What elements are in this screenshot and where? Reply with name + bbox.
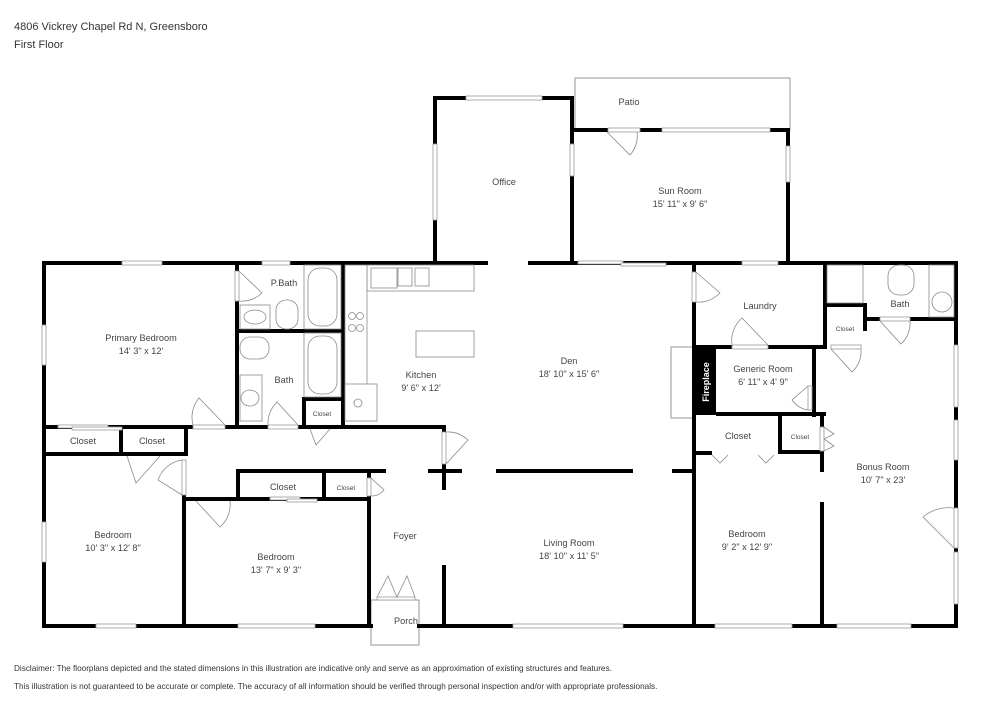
room-label-p-bath: P.Bath	[271, 278, 297, 288]
room-dims-living-room: 18' 10" x 11' 5"	[539, 551, 599, 561]
room-label-porch: Porch	[394, 616, 418, 626]
patio-outline	[574, 77, 791, 131]
room-label-closet-hall-small: Closet	[313, 411, 332, 418]
walls	[42, 96, 958, 628]
room-dims-generic-room: 6' 11" x 4' 9"	[738, 377, 788, 387]
room-label-foyer: Foyer	[393, 531, 417, 541]
room-label-office: Office	[492, 177, 516, 187]
room-dims-sun-room: 15' 11" x 9' 6"	[653, 199, 708, 209]
room-label-bath-east: Bath	[891, 299, 910, 309]
room-label-patio: Patio	[619, 97, 640, 107]
room-dims-kitchen: 9' 6" x 12'	[401, 383, 441, 393]
room-label-closet-mid: Closet	[270, 482, 296, 492]
room-label-bedroom-east: Bedroom	[728, 529, 766, 539]
room-label-living-room: Living Room	[543, 538, 594, 548]
fixtures	[239, 264, 955, 422]
property-address: 4806 Vickrey Chapel Rd N, Greensboro	[14, 21, 208, 33]
hearth-outline	[670, 346, 696, 419]
room-label-closet-pb-2: Closet	[139, 436, 165, 446]
room-dims-bonus-room: 10' 7" x 23'	[861, 475, 906, 485]
room-dims-bedroom-mid: 13' 7" x 9' 3"	[251, 565, 301, 575]
room-label-closet-mid-small: Closet	[337, 485, 356, 492]
disclaimer-line-1: Disclaimer: The floorplans depicted and …	[14, 664, 612, 673]
room-dims-bedroom-east: 9' 2" x 12' 9"	[722, 542, 772, 552]
room-label-laundry: Laundry	[743, 301, 777, 311]
room-label-bath-hall: Bath	[275, 375, 294, 385]
room-label-kitchen: Kitchen	[406, 370, 437, 380]
room-label-generic-room: Generic Room	[733, 364, 793, 374]
room-label-den: Den	[561, 356, 578, 366]
room-label-sun-room: Sun Room	[658, 186, 702, 196]
disclaimer-line-2: This illustration is not guaranteed to b…	[14, 682, 658, 691]
porch-outline	[370, 599, 420, 646]
room-dims-den: 18' 10" x 15' 6"	[539, 369, 600, 379]
room-label-fireplace: Fireplace	[701, 362, 711, 402]
room-label-closet-pb-1: Closet	[70, 436, 96, 446]
windows	[41, 95, 959, 629]
room-dims-bedroom-west: 10' 3" x 12' 8"	[85, 543, 141, 553]
doors	[126, 131, 959, 601]
room-label-closet-east-small: Closet	[836, 326, 855, 333]
room-label-bedroom-west: Bedroom	[94, 530, 132, 540]
floor-label: First Floor	[14, 39, 64, 51]
room-label-closet-east-bed-small: Closet	[791, 434, 810, 441]
room-label-closet-east-bed: Closet	[725, 431, 751, 441]
room-label-bonus-room: Bonus Room	[856, 462, 909, 472]
room-dims-primary-bedroom: 14' 3" x 12'	[119, 346, 164, 356]
room-label-primary-bedroom: Primary Bedroom	[105, 333, 177, 343]
room-label-bedroom-mid: Bedroom	[257, 552, 295, 562]
